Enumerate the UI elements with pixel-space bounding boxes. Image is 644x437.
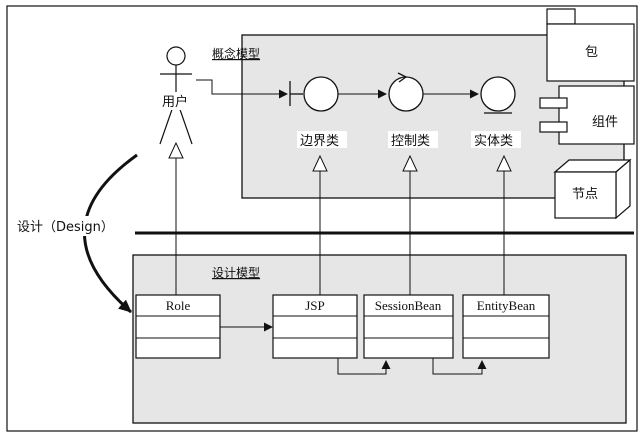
realization-entitybean-entity [496, 154, 512, 295]
node-icon [553, 158, 632, 220]
component-label: 组件 [592, 115, 618, 130]
jsp-sessionbean-link [337, 358, 391, 375]
class-box-jsp: JSP [272, 294, 358, 359]
class-name-entitybean: EntityBean [477, 298, 536, 313]
class-box-role: Role [135, 294, 221, 359]
entity-class-label: 实体类 [474, 134, 513, 149]
design-transition-label: 设计（Design） [17, 220, 114, 235]
package-label: 包 [585, 45, 598, 60]
realization-sessionbean-control [402, 154, 418, 295]
component-icon [539, 85, 635, 145]
boundary-class-label: 边界类 [300, 134, 339, 149]
realization-role-actor [168, 141, 184, 295]
actor-boundary-link [196, 79, 288, 99]
concept-model-title: 概念模型 [212, 46, 260, 61]
realization-jsp-boundary [312, 154, 328, 295]
class-box-entitybean: EntityBean [462, 294, 550, 359]
class-box-sessionbean: SessionBean [363, 294, 454, 359]
entity-class-icon [480, 76, 516, 114]
actor-label: 用户 [162, 94, 188, 110]
class-name-sessionbean: SessionBean [375, 298, 442, 313]
node-label: 节点 [572, 187, 598, 202]
package-icon [546, 8, 635, 82]
sessionbean-entitybean-link [432, 358, 487, 375]
class-name-role: Role [166, 298, 191, 313]
design-model-title: 设计模型 [212, 266, 260, 280]
control-class-label: 控制类 [391, 134, 430, 149]
class-name-jsp: JSP [305, 298, 325, 313]
